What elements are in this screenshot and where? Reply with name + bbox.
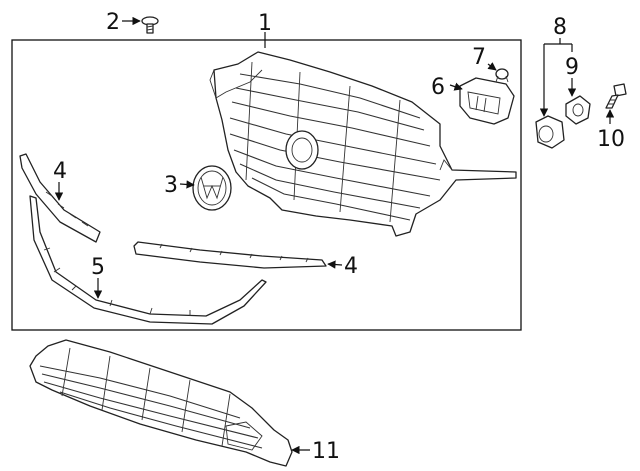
callout-9: 9	[565, 55, 579, 80]
callout-1: 1	[258, 11, 272, 36]
callout-3: 3	[164, 173, 178, 198]
assembly-frame	[11, 39, 522, 331]
emblem-logo-text: VW	[0, 0, 2, 1]
callout-8: 8	[553, 15, 567, 40]
leader-lines	[54, 16, 615, 455]
callout-2: 2	[106, 10, 120, 35]
callout-7: 7	[472, 45, 486, 70]
callout-4b: 4	[344, 254, 358, 279]
screw-part[interactable]	[141, 16, 159, 34]
sensor-part[interactable]	[535, 115, 565, 149]
callout-4a: 4	[53, 159, 67, 184]
callout-11: 11	[312, 439, 340, 464]
bolt-part[interactable]	[605, 83, 627, 109]
emblem-part[interactable]: VW	[0, 0, 232, 211]
callout-5: 5	[91, 255, 105, 280]
camera-bracket-part[interactable]	[459, 77, 515, 125]
callout-labels: 1 2 3 4 4 5 6 7 8 9 10 11	[53, 10, 625, 464]
left-trim-strip-part[interactable]	[19, 153, 101, 243]
center-trim-strip-part[interactable]	[133, 241, 327, 269]
callout-10: 10	[597, 127, 625, 152]
lower-grille-part[interactable]	[29, 339, 293, 467]
lower-trim-strip-part[interactable]	[29, 195, 267, 325]
gasket-part[interactable]	[565, 95, 591, 125]
clip-part[interactable]	[495, 68, 509, 83]
callout-6: 6	[431, 75, 445, 100]
upper-grille-part[interactable]	[209, 51, 517, 237]
